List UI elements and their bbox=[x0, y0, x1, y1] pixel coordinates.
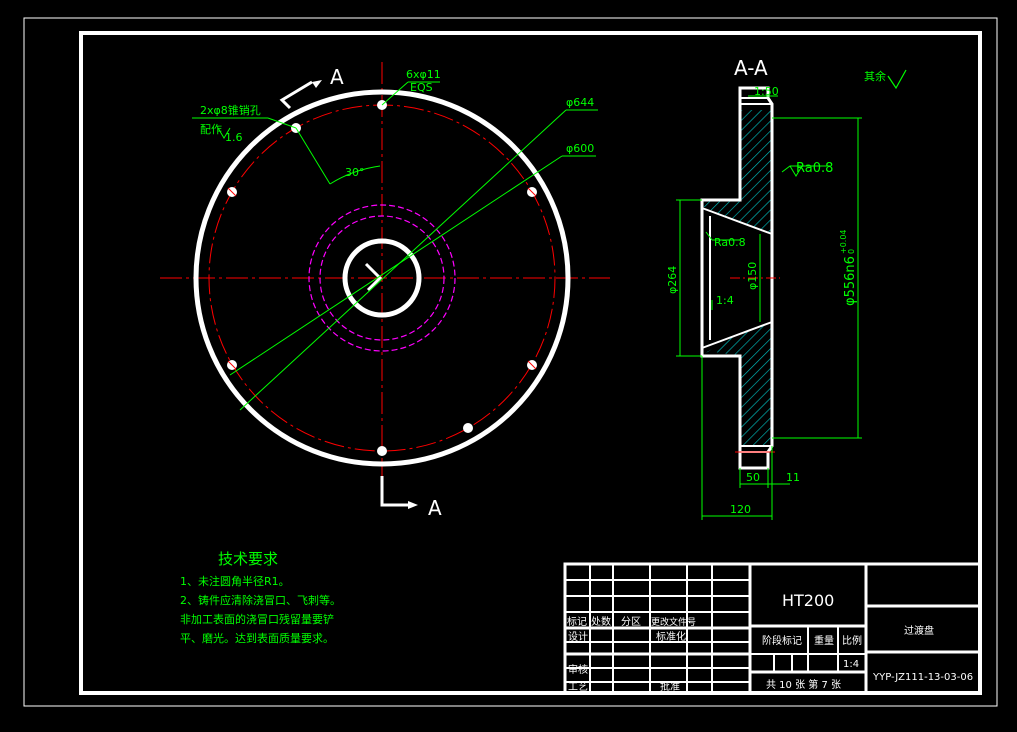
outer-rim bbox=[193, 89, 571, 467]
roughness-inner-label: Ra0.8 bbox=[714, 236, 746, 249]
drawing-number: YYP-JZ111-13-03-06 bbox=[872, 672, 973, 683]
tol-lower: 0 bbox=[847, 249, 856, 254]
roughness-symbol bbox=[217, 127, 231, 139]
review-label: 审核 bbox=[568, 663, 588, 676]
hatch-upper bbox=[702, 110, 772, 234]
scale-label: 比例 bbox=[842, 634, 862, 647]
section-dimensions bbox=[676, 95, 862, 520]
taper-label: 1:4 bbox=[716, 294, 734, 307]
shaft-dia-label: φ556n6 bbox=[843, 256, 858, 306]
tech-line: 非加工表面的浇冒口残留量要铲 bbox=[180, 612, 334, 626]
roughness-right-label: Ra0.8 bbox=[796, 161, 833, 176]
part-name: 过渡盘 bbox=[904, 624, 934, 637]
tech-line: 2、铸件应清除浇冒口、飞刺等。 bbox=[180, 593, 341, 607]
check-icon bbox=[887, 69, 907, 90]
frame-border bbox=[79, 31, 982, 695]
keyway-mark bbox=[364, 262, 383, 292]
inner-dia-label: φ150 bbox=[746, 262, 759, 290]
title-block: 标记 处数 分区 更改文件号 设计 标准化 审核 工艺 批准 HT200 阶段标… bbox=[563, 562, 982, 695]
tech-line: 平、磨光。达到表面质量要求。 bbox=[180, 631, 334, 645]
section-cut-top bbox=[279, 80, 313, 110]
dim-11-label: 11 bbox=[786, 471, 800, 484]
section-title: A-A bbox=[734, 56, 768, 80]
material-label: HT200 bbox=[782, 591, 834, 610]
weight-label: 重量 bbox=[814, 634, 834, 647]
holes-label: 6xφ11 bbox=[406, 68, 441, 81]
pin-holes-label: 2xφ8锥销孔 bbox=[200, 103, 261, 117]
bolt-circle-dia-label: φ600 bbox=[566, 142, 594, 155]
hatch-lower bbox=[702, 322, 772, 446]
outer-dia-label: φ644 bbox=[566, 96, 594, 109]
dim-50-label: 50 bbox=[746, 471, 760, 484]
scale-value: 1:4 bbox=[843, 659, 859, 670]
bolt-hole bbox=[377, 446, 387, 456]
process-label: 工艺 bbox=[568, 681, 588, 693]
pin-holes-roughness: 1.6 bbox=[225, 131, 243, 144]
chamfer-label: 1:50 bbox=[754, 85, 779, 98]
header-cell: 处数 bbox=[591, 615, 611, 628]
approve-label: 批准 bbox=[660, 680, 680, 693]
dim-120-label: 120 bbox=[730, 503, 751, 516]
section-mark-top: A bbox=[330, 65, 344, 89]
front-view: A A 6xφ11 EQS 2xφ8锥销孔 配作 1.6 30° φ644 φ6… bbox=[160, 62, 610, 520]
section-mark-bottom: A bbox=[428, 496, 442, 520]
tech-title: 技术要求 bbox=[218, 550, 278, 568]
design-label: 设计 bbox=[568, 630, 588, 643]
remaining-surface-label: 其余 bbox=[864, 69, 886, 83]
sheets-label: 共 10 张 第 7 张 bbox=[766, 678, 841, 691]
pin-holes-note: 配作 bbox=[200, 123, 222, 136]
standardization-label: 标准化 bbox=[656, 630, 686, 643]
tol-upper: +0.04 bbox=[839, 229, 848, 254]
hub-hidden-outer bbox=[308, 204, 456, 352]
outer-border bbox=[23, 17, 998, 707]
header-cell: 标记 bbox=[567, 616, 587, 628]
hole-center-marks bbox=[227, 187, 537, 370]
header-cell: 分区 bbox=[621, 616, 641, 628]
section-view: A-A bbox=[666, 56, 862, 520]
center-bore bbox=[342, 238, 422, 318]
front-leaders bbox=[192, 81, 598, 411]
hub-hidden-inner bbox=[319, 215, 445, 341]
tech-line: 1、未注圆角半径R1。 bbox=[180, 574, 290, 588]
stage-mark-label: 阶段标记 bbox=[762, 634, 802, 647]
angle-label: 30° bbox=[345, 166, 365, 179]
pin-hole bbox=[463, 423, 473, 433]
section-cut-bottom bbox=[380, 476, 408, 507]
header-cell: 更改文件号 bbox=[651, 616, 696, 628]
holes-eqs: EQS bbox=[410, 81, 433, 94]
bore-dia-label: φ264 bbox=[666, 266, 679, 294]
tech-requirements: 技术要求 1、未注圆角半径R1。 2、铸件应清除浇冒口、飞刺等。 非加工表面的浇… bbox=[180, 550, 341, 645]
